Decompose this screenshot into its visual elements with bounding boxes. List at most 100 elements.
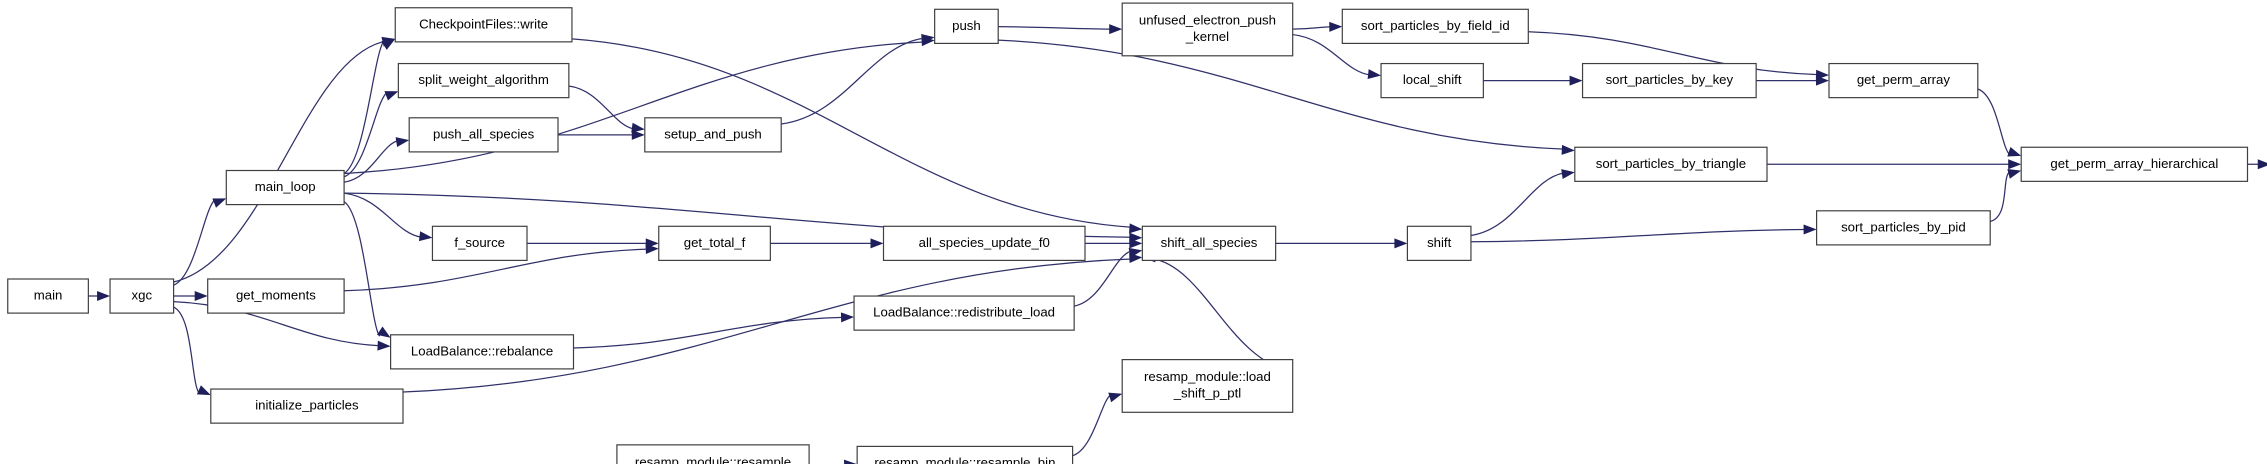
node-box xyxy=(207,278,345,314)
node-box xyxy=(1581,62,1757,99)
node-box xyxy=(882,225,1086,262)
graph-node-loadbalance-redistribute-load[interactable]: LoadBalance::redistribute_load xyxy=(853,295,1075,331)
graph-node-initialize-particles[interactable]: initialize_particles xyxy=(210,388,404,424)
edge-arrowhead xyxy=(1129,238,1143,249)
graph-node-sort-particles-by-key[interactable]: sort_particles_by_key xyxy=(1581,62,1757,99)
graph-node-shift-all-species[interactable]: shift_all_species xyxy=(1141,225,1277,262)
graph-edge xyxy=(344,41,924,175)
edge-arrowhead xyxy=(631,129,645,140)
graph-edge xyxy=(1292,26,1332,30)
edge-arrowhead xyxy=(395,137,410,148)
graph-edge xyxy=(343,91,388,178)
graph-node-split-weight-algorithm[interactable]: split_weight_algorithm xyxy=(397,62,570,99)
node-label: get_perm_array_hierarchical xyxy=(2050,156,2218,171)
graph-edge xyxy=(573,316,844,349)
edge-arrowhead xyxy=(2257,159,2267,170)
edge-arrowhead xyxy=(1108,392,1123,403)
graph-node-local-shift[interactable]: local_shift xyxy=(1380,62,1484,99)
edge-arrowhead xyxy=(1129,223,1143,234)
node-label: sort_particles_by_key xyxy=(1606,72,1734,87)
edge-arrowhead xyxy=(1109,24,1123,35)
node-box xyxy=(934,8,999,44)
node-box xyxy=(397,62,570,99)
edge-arrowhead xyxy=(1803,224,1817,235)
graph-edge xyxy=(343,39,385,175)
graph-edge xyxy=(1074,250,1132,307)
node-label: push_all_species xyxy=(433,126,535,141)
node-label: shift xyxy=(1427,235,1452,250)
node-label: LoadBalance::redistribute_load xyxy=(873,305,1055,320)
graph-node-f-source[interactable]: f_source xyxy=(431,225,528,262)
edge-arrowhead xyxy=(2007,169,2022,179)
graph-node-sort-particles-by-pid[interactable]: sort_particles_by_pid xyxy=(1815,210,1991,246)
graph-node-get-moments[interactable]: get_moments xyxy=(207,278,345,314)
node-box xyxy=(616,444,810,464)
graph-edge xyxy=(173,198,216,286)
edge-arrowhead xyxy=(376,326,391,338)
graph-node-shift[interactable]: shift xyxy=(1406,225,1472,262)
graph-node-unfused-electron-push-kernel[interactable]: unfused_electron_push_kernel xyxy=(1121,2,1294,57)
graph-node-main[interactable]: main xyxy=(7,278,89,314)
graph-edge xyxy=(1470,172,1564,237)
graph-node-loadbalance-rebalance[interactable]: LoadBalance::rebalance xyxy=(390,334,575,370)
node-label: resamp_module::load xyxy=(1144,369,1271,384)
edge-arrowhead xyxy=(377,340,391,351)
node-label: resamp_module::resample_bin xyxy=(874,455,1055,464)
node-box xyxy=(394,7,573,43)
graph-node-all-species-update-f0[interactable]: all_species_update_f0 xyxy=(882,225,1086,262)
node-layer: main xgc get_moments main_loop initialize_pa… xyxy=(7,2,2249,464)
node-label: split_weight_algorithm xyxy=(418,72,548,87)
graph-node-sort-particles-by-field-id[interactable]: sort_particles_by_field_id xyxy=(1341,8,1529,44)
edge-arrowhead xyxy=(1367,69,1382,80)
graph-node-setup-and-push[interactable]: setup_and_push xyxy=(644,117,782,153)
node-label: get_moments xyxy=(236,288,316,303)
node-box xyxy=(1141,225,1277,262)
graph-edge xyxy=(568,85,634,130)
graph-edge xyxy=(402,258,1132,393)
graph-node-get-perm-array[interactable]: get_perm_array xyxy=(1828,62,1979,99)
graph-edge xyxy=(1072,393,1112,457)
edge-arrowhead xyxy=(97,291,111,302)
node-box xyxy=(1121,2,1294,57)
graph-edge xyxy=(1470,228,1806,243)
node-label: xgc xyxy=(132,288,153,303)
graph-node-resamp-load-shift-p-ptl[interactable]: resamp_module::load_shift_p_ptl xyxy=(1121,359,1294,413)
node-box xyxy=(7,278,89,314)
graph-node-resamp-resample-bin[interactable]: resamp_module::resample_bin xyxy=(856,445,1074,464)
node-label: get_perm_array xyxy=(1857,72,1950,87)
node-label: get_total_f xyxy=(684,235,746,250)
graph-edge xyxy=(1153,258,1293,373)
graph-node-sort-particles-by-triangle[interactable]: sort_particles_by_triangle xyxy=(1574,146,1768,182)
graph-node-checkpointfiles-write[interactable]: CheckpointFiles::write xyxy=(394,7,573,43)
node-box xyxy=(1121,359,1294,413)
graph-node-push[interactable]: push xyxy=(934,8,999,44)
edge-arrowhead xyxy=(645,238,659,249)
edge-arrowhead xyxy=(381,38,396,50)
graph-edge xyxy=(1977,88,2011,156)
graph-node-xgc[interactable]: xgc xyxy=(109,278,175,314)
node-label: initialize_particles xyxy=(255,398,359,413)
node-box xyxy=(210,388,404,424)
graph-node-main-loop[interactable]: main_loop xyxy=(225,169,345,206)
graph-edge xyxy=(344,140,399,183)
node-label: unfused_electron_push xyxy=(1139,13,1276,28)
node-box xyxy=(644,117,782,153)
graph-edge xyxy=(781,37,924,125)
edge-arrowhead xyxy=(1329,21,1343,32)
node-label: _kernel xyxy=(1185,29,1229,44)
node-label: resamp_module::resample xyxy=(635,454,791,464)
node-label: main xyxy=(34,288,63,303)
graph-edge xyxy=(344,248,648,292)
graph-node-push-all-species[interactable]: push_all_species xyxy=(408,117,559,153)
edge-arrowhead xyxy=(1569,75,1583,86)
edge-arrowhead xyxy=(921,33,935,44)
node-box xyxy=(408,117,559,153)
node-box xyxy=(1406,225,1472,262)
graph-node-get-total-f[interactable]: get_total_f xyxy=(658,225,771,262)
node-box xyxy=(431,225,528,262)
graph-node-get-perm-array-hierarchical[interactable]: get_perm_array_hierarchical xyxy=(2020,146,2249,182)
graph-edge xyxy=(343,201,381,337)
edge-arrowhead xyxy=(870,238,884,249)
graph-node-resamp-resample-one-sp[interactable]: resamp_module::resample_one_sp xyxy=(616,444,810,464)
